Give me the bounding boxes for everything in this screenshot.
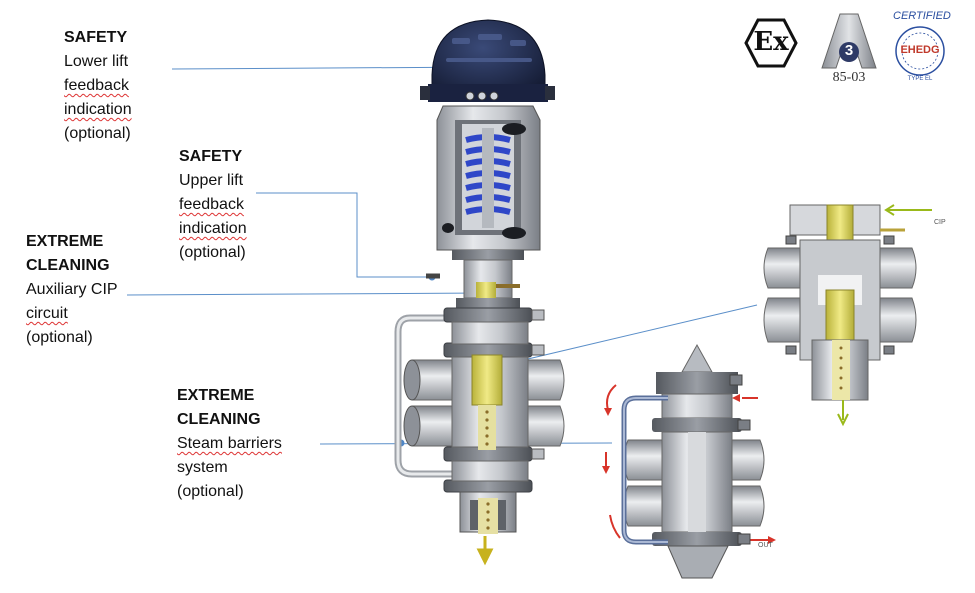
3a-number: 3: [844, 42, 854, 59]
callout-line: indication: [179, 220, 247, 237]
callout-title: SAFETY: [179, 148, 243, 165]
callout-auxiliary-cip: EXTREME CLEANING Auxiliary CIP circuit (…: [26, 230, 118, 350]
leader-line-detail: [493, 304, 758, 368]
callout-title: CLEANING: [177, 411, 261, 428]
ehedg-name: EHEDG: [900, 44, 940, 56]
callout-steam-barriers: EXTREME CLEANING Steam barriers system (…: [177, 384, 282, 504]
atex-logo: Ex: [744, 18, 798, 68]
atex-mark: Ex: [753, 27, 789, 57]
ehedg-type: TYPE EL: [907, 76, 933, 82]
callout-line: (optional): [179, 244, 246, 261]
callout-line: Upper lift: [179, 172, 244, 189]
callout-line: circuit: [26, 305, 68, 322]
callout-line: indication: [64, 101, 132, 118]
callout-upper-lift: SAFETY Upper lift feedback indication (o…: [179, 145, 247, 265]
callout-title: EXTREME: [26, 233, 104, 250]
callout-line: system: [177, 459, 228, 476]
leader-line-upper-lift: [256, 192, 432, 278]
callout-lower-lift: SAFETY Lower lift feedback indication (o…: [64, 26, 132, 146]
cip-label: CIP: [934, 219, 946, 226]
callout-title: CLEANING: [26, 257, 110, 274]
flow-arrow-down: [476, 536, 494, 566]
inner-shaft-highlight: [471, 354, 503, 406]
detail-cross-section-cip: [763, 204, 932, 427]
callout-line: feedback: [179, 196, 244, 213]
3a-logo: 3 85-03: [818, 8, 880, 86]
callout-line: feedback: [64, 77, 129, 94]
callout-line: (optional): [26, 329, 93, 346]
3a-triangle-icon: [821, 13, 877, 69]
atex-hexagon-icon: [744, 18, 798, 68]
out-label: OUT: [758, 542, 773, 549]
callout-line: (optional): [64, 125, 131, 142]
3a-standard: 85-03: [832, 70, 866, 85]
callout-title: SAFETY: [64, 29, 128, 46]
callout-title: EXTREME: [177, 387, 255, 404]
leader-line-auxiliary-cip: [126, 292, 487, 296]
ehedg-certified: CERTIFIED: [893, 10, 951, 22]
main-valve: [394, 19, 565, 566]
ehedg-logo: CERTIFIED EHEDG TYPE EL: [893, 10, 951, 86]
detail-steam-barrier: [602, 343, 776, 579]
callout-line: Auxiliary CIP: [26, 281, 118, 298]
callout-line: Lower lift: [64, 53, 129, 70]
callout-line: Steam barriers: [177, 435, 282, 452]
callout-line: (optional): [177, 483, 244, 500]
ehedg-seal-icon: [895, 26, 945, 76]
